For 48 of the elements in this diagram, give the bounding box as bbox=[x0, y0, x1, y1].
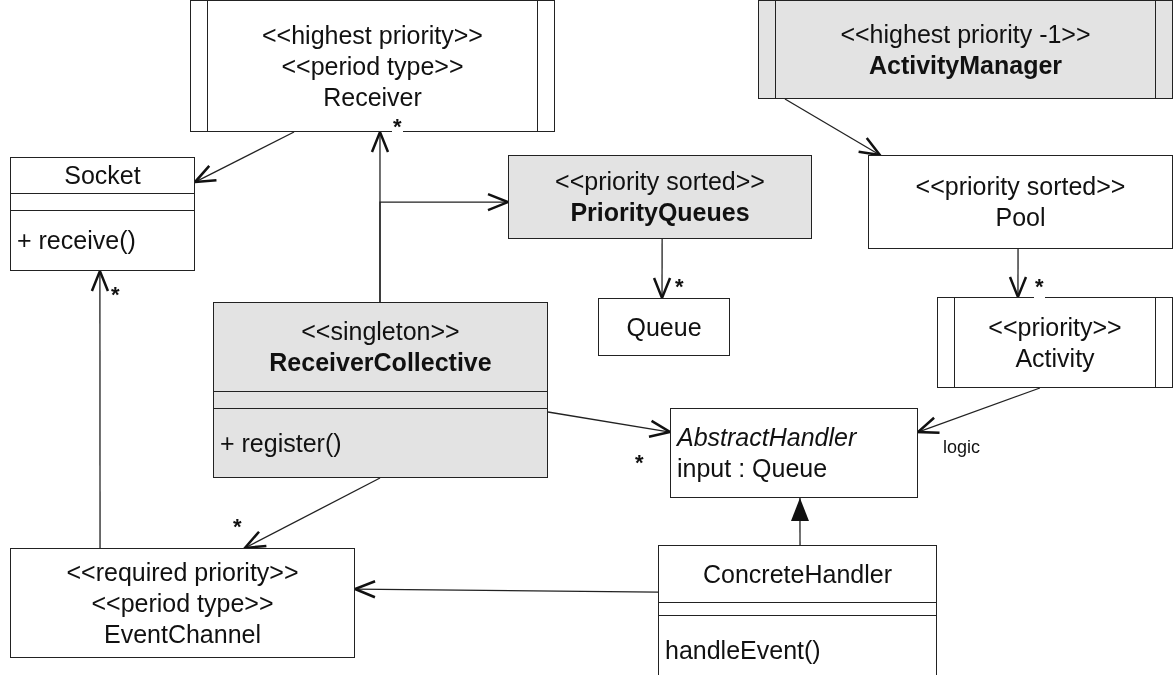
class-name: ConcreteHandler bbox=[703, 558, 892, 590]
class-box bbox=[190, 0, 555, 132]
association-arrow bbox=[353, 580, 659, 599]
class-box bbox=[670, 408, 918, 498]
stereotype-label: <<period type>> bbox=[281, 50, 464, 82]
role-label: logic bbox=[942, 438, 982, 456]
class-name: Receiver bbox=[323, 81, 422, 113]
class-name: AbstractHandler bbox=[677, 422, 857, 453]
class-name: Activity bbox=[1015, 342, 1095, 374]
operation-label: + receive() bbox=[17, 225, 136, 256]
class-name: Queue bbox=[626, 311, 702, 343]
association-arrow bbox=[243, 477, 381, 550]
class-name: PriorityQueues bbox=[570, 197, 750, 228]
class-box bbox=[213, 302, 548, 478]
class-box bbox=[758, 0, 1173, 99]
class-box bbox=[658, 545, 937, 675]
association-arrow bbox=[1008, 248, 1028, 299]
operation-label: handleEvent() bbox=[665, 634, 821, 666]
stereotype-label: <<period type>> bbox=[91, 587, 274, 619]
stereotype-label: <<highest priority>> bbox=[262, 19, 483, 51]
class-box bbox=[868, 155, 1173, 249]
association-arrow bbox=[193, 131, 295, 184]
association-arrow bbox=[916, 387, 1041, 434]
stereotype-label: <<priority>> bbox=[988, 311, 1122, 343]
class-box bbox=[10, 548, 355, 658]
class-name: ReceiverCollective bbox=[269, 347, 492, 378]
association-arrow bbox=[90, 269, 110, 549]
class-name: ActivityManager bbox=[868, 49, 1063, 81]
operation-label: + register() bbox=[220, 427, 342, 459]
association-arrow bbox=[547, 411, 672, 438]
class-name: EventChannel bbox=[103, 618, 262, 650]
association-arrow bbox=[652, 238, 672, 300]
stereotype-label: <<highest priority -1>> bbox=[840, 18, 1091, 50]
class-box bbox=[508, 155, 812, 239]
class-box bbox=[937, 297, 1173, 388]
class-box bbox=[598, 298, 730, 356]
multiplicity-label: * bbox=[1034, 276, 1045, 298]
stereotype-label: <<priority sorted>> bbox=[555, 166, 765, 197]
class-box bbox=[10, 157, 195, 271]
class-name: Pool bbox=[995, 202, 1046, 233]
stereotype-label: <<required priority>> bbox=[66, 556, 299, 588]
stereotype-label: <<singleton>> bbox=[301, 316, 460, 347]
association-arrow bbox=[379, 192, 510, 303]
association-arrow bbox=[784, 98, 882, 157]
generalization-arrow bbox=[791, 497, 809, 546]
class-name: Socket bbox=[64, 160, 141, 191]
stereotype-label: <<priority sorted>> bbox=[915, 171, 1126, 202]
attribute-label: input : Queue bbox=[677, 453, 828, 484]
